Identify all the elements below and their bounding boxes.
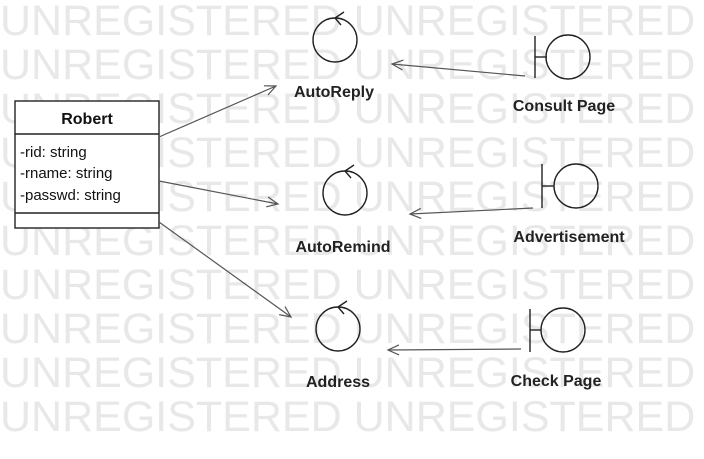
edge-robert-autoreply [158,85,278,138]
boundary-advertisement[interactable]: Advertisement [513,163,625,246]
edge-robert-autoremind [158,180,280,208]
watermark-line: UNREGISTERED UNREGISTERED UNREGISTERED [0,41,704,89]
watermark-line: UNREGISTERED UNREGISTERED UNREGISTERED [0,349,704,397]
boundary-icon [541,163,599,209]
boundary-consult-page[interactable]: Consult Page [513,34,615,115]
boundary-label: Check Page [511,373,602,390]
control-label: Address [306,374,370,391]
boundary-check-page[interactable]: Check Page [511,307,602,390]
class-box-frame [14,100,160,229]
watermark-line: UNREGISTERED UNREGISTERED UNREGISTERED [0,305,704,353]
control-label: AutoReply [294,84,374,101]
boundary-label: Advertisement [513,229,625,246]
control-icon [322,164,368,216]
class-attribute: -rname: string [20,165,113,182]
control-label: AutoRemind [295,239,390,256]
boundary-icon [529,307,586,353]
control-icon [315,300,361,352]
watermark-line: UNREGISTERED UNREGISTERED UNREGISTERED [0,393,704,441]
boundary-label: Consult Page [513,98,615,115]
control-address[interactable]: Address [306,300,370,391]
edge-consult-autoreply [390,59,526,77]
control-icon [312,11,358,63]
class-attribute: -rid: string [20,144,87,161]
edge-checkpage-address [386,344,522,356]
control-autoreply[interactable]: AutoReply [294,11,374,101]
edge-robert-address [158,221,293,318]
boundary-icon [534,34,591,80]
watermark-line: UNREGISTERED UNREGISTERED UNREGISTERED [0,0,704,45]
class-name: Robert [61,111,113,128]
class-robert[interactable]: Robert -rid: string -rname: string -pass… [14,100,160,229]
control-autoremind[interactable]: AutoRemind [295,164,391,256]
edge-advertisement-autoremind [408,207,534,220]
watermark-line: UNREGISTERED UNREGISTERED UNREGISTERED [0,261,704,309]
class-attribute: -passwd: string [20,187,121,204]
